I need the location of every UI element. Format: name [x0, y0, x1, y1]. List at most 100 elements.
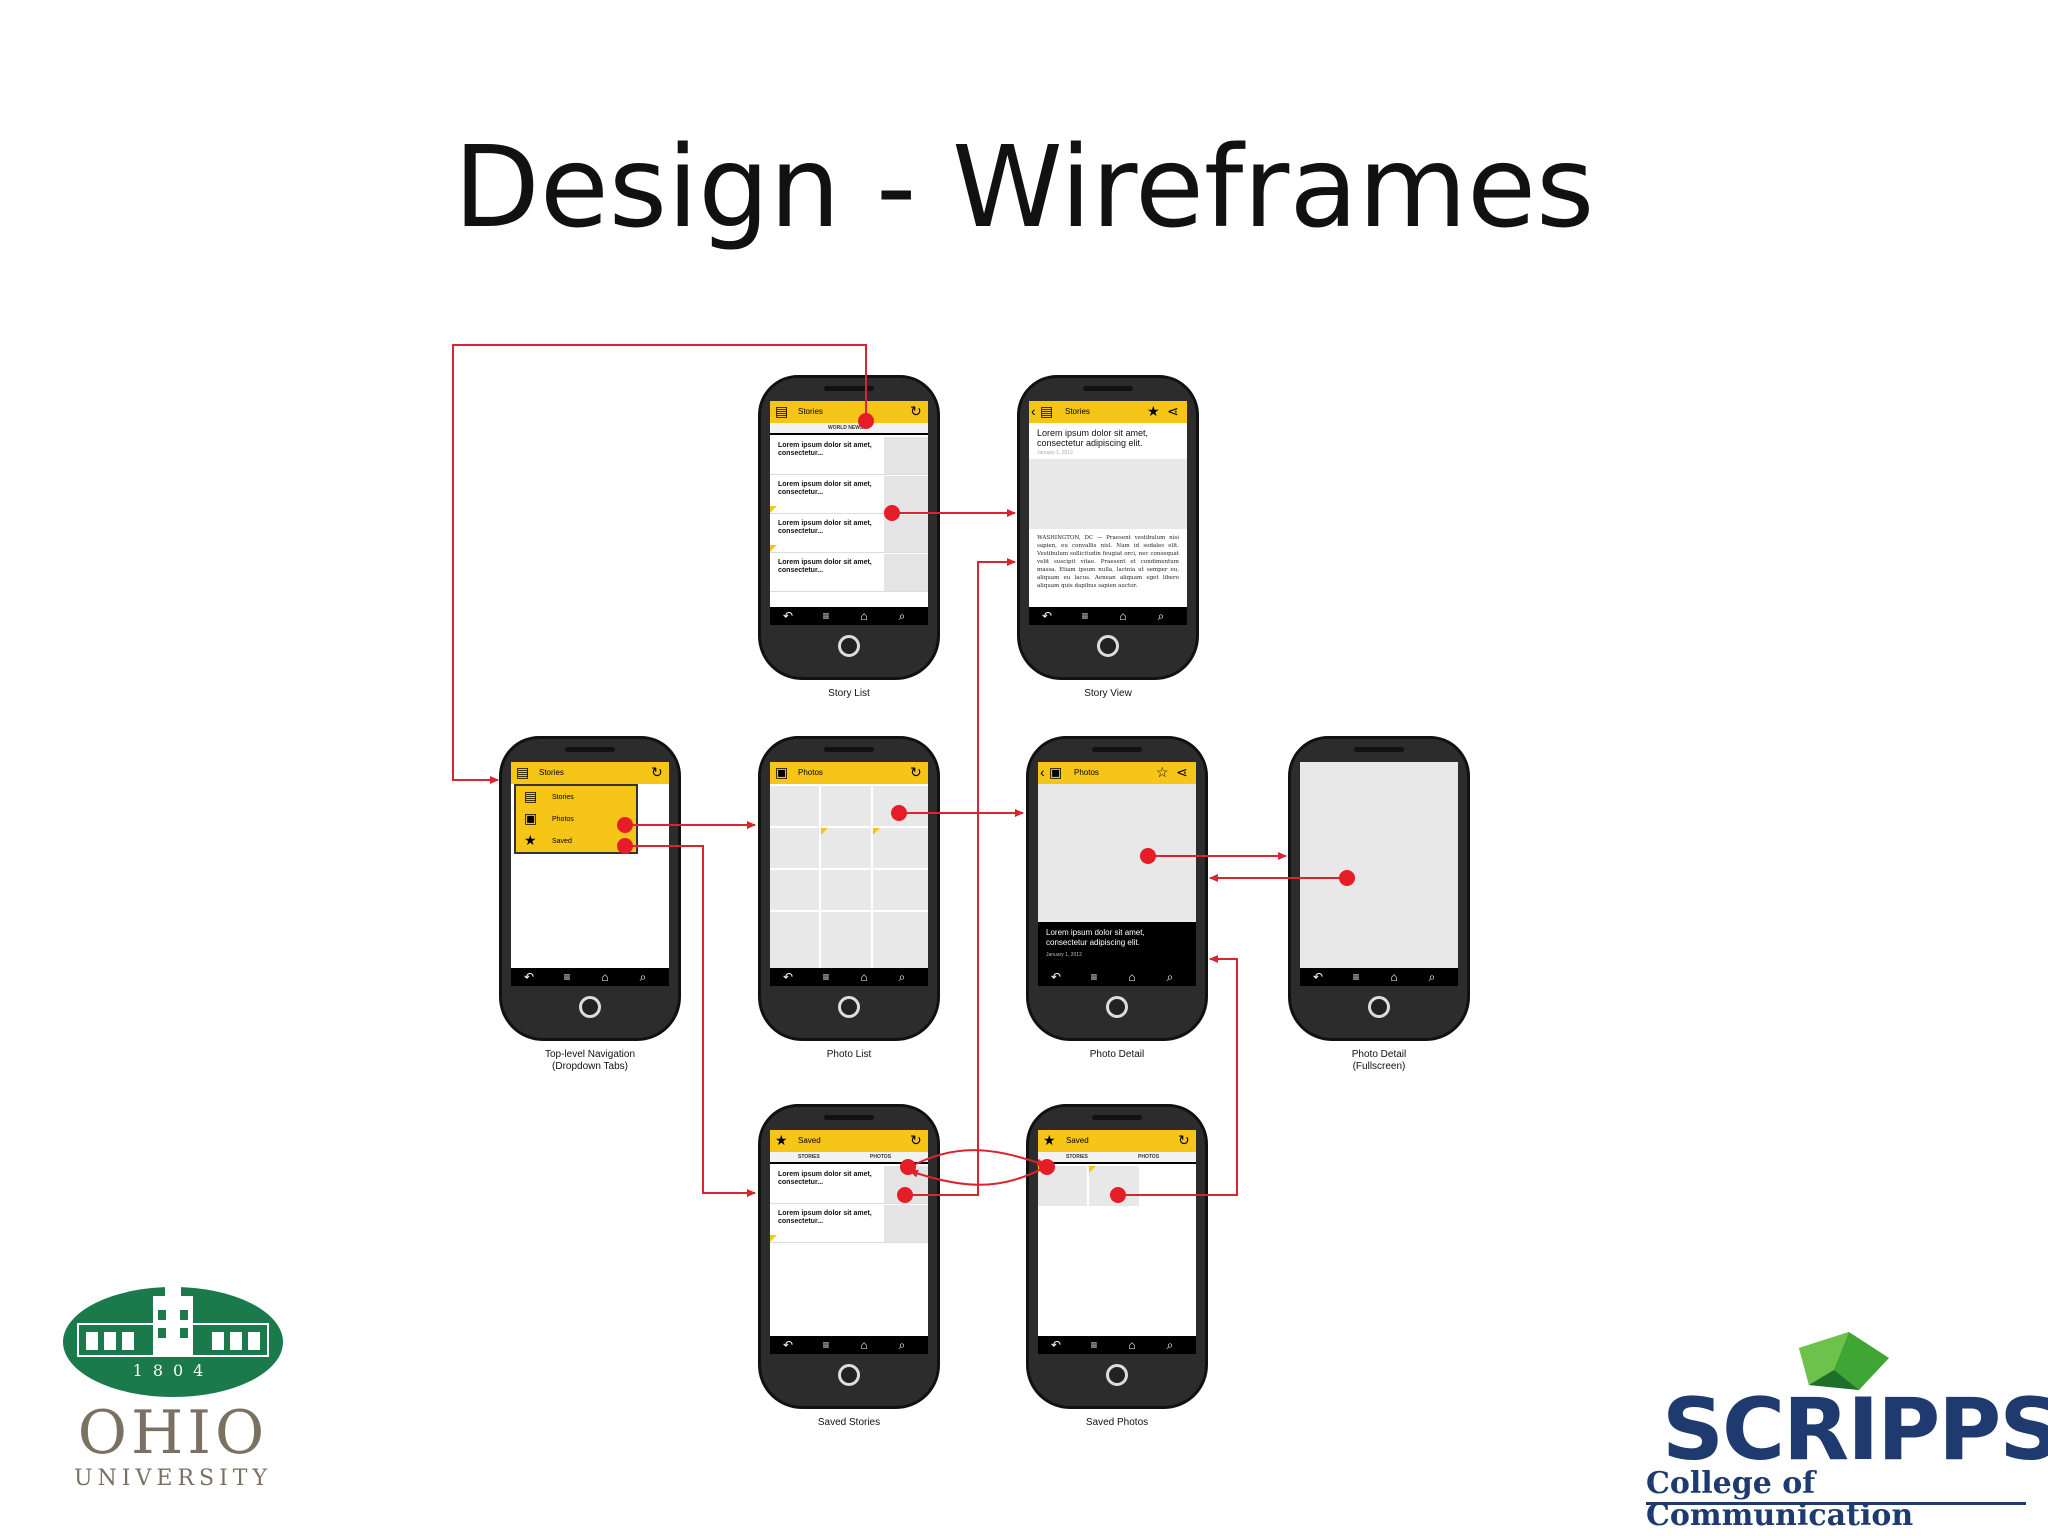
star-icon[interactable]: ★: [1147, 403, 1160, 419]
search-icon[interactable]: ⌕: [1157, 609, 1165, 623]
menu-icon[interactable]: ≡: [1352, 970, 1360, 984]
search-icon[interactable]: ⌕: [898, 1338, 906, 1352]
dropdown-label: Photos: [552, 816, 574, 823]
search-icon[interactable]: ⌕: [1166, 1338, 1174, 1352]
tab-photos[interactable]: PHOTOS: [1138, 1154, 1160, 1160]
home-icon[interactable]: ⌂: [1390, 970, 1398, 984]
search-icon[interactable]: ⌕: [898, 609, 906, 623]
story-headline: Lorem ipsum dolor sit amet, consectetur.…: [778, 481, 872, 496]
caption: Story View: [1084, 688, 1132, 699]
caption: Photo List: [826, 1049, 872, 1060]
list-item[interactable]: Lorem ipsum dolor sit amet, consectetur.…: [770, 476, 928, 514]
photo-caption-panel: Lorem ipsum dolor sit amet, consectetur …: [1038, 922, 1196, 968]
photo-thumbnail[interactable]: [873, 828, 928, 868]
system-nav-bar: ↶ ≡ ⌂ ⌕: [511, 968, 669, 986]
action-bar: ‹ ▤ Stories ★ ⋖: [1029, 401, 1187, 423]
back-icon[interactable]: ↶: [1312, 970, 1324, 984]
tab-photos[interactable]: PHOTOS: [870, 1154, 892, 1160]
photo-thumbnail[interactable]: [873, 912, 928, 968]
home-icon[interactable]: ⌂: [860, 1338, 868, 1352]
photo-thumbnail[interactable]: [770, 828, 819, 868]
photo[interactable]: [1300, 762, 1458, 968]
menu-icon[interactable]: ≡: [822, 970, 830, 984]
system-nav-bar: ↶ ≡ ⌂ ⌕: [1029, 607, 1187, 625]
tab-stories[interactable]: STORIES: [798, 1154, 820, 1160]
menu-icon[interactable]: ≡: [822, 1338, 830, 1352]
photo-thumbnail[interactable]: [821, 912, 871, 968]
home-icon[interactable]: ⌂: [1119, 609, 1127, 623]
dropdown-item-stories[interactable]: ▤Stories: [516, 786, 636, 808]
ohio-seal-icon: [63, 1264, 283, 1397]
photo-thumbnail[interactable]: [821, 786, 871, 826]
back-icon[interactable]: ↶: [782, 970, 794, 984]
list-item[interactable]: Lorem ipsum dolor sit amet, consectetur.…: [770, 554, 928, 592]
back-icon[interactable]: ↶: [1050, 970, 1062, 984]
menu-icon[interactable]: ≡: [563, 970, 571, 984]
menu-icon[interactable]: ≡: [822, 609, 830, 623]
menu-icon[interactable]: ≡: [1081, 609, 1089, 623]
home-button: [1368, 996, 1390, 1018]
caption: Saved Stories: [817, 1417, 881, 1428]
green-gem-icon: [1799, 1332, 1889, 1390]
photo-thumbnail[interactable]: [770, 912, 819, 968]
photo-icon: ▣: [775, 764, 789, 780]
search-icon[interactable]: ⌕: [639, 970, 647, 984]
tab-world-news[interactable]: WORLD NEWS: [828, 425, 864, 431]
menu-icon[interactable]: ≡: [1090, 970, 1098, 984]
photo-thumbnail[interactable]: [821, 828, 871, 868]
action-bar: ▤ Stories ↻: [511, 762, 669, 784]
dropdown-menu: ▤Stories ▣Photos ★Saved: [514, 784, 638, 854]
back-icon[interactable]: ↶: [523, 970, 535, 984]
photo-thumbnail[interactable]: [1089, 1166, 1139, 1206]
back-icon[interactable]: ↶: [782, 1338, 794, 1352]
action-bar-title: Stories: [798, 407, 823, 416]
share-icon[interactable]: ⋖: [1167, 403, 1179, 419]
refresh-icon[interactable]: ↻: [910, 403, 922, 419]
home-icon[interactable]: ⌂: [1128, 970, 1136, 984]
home-icon[interactable]: ⌂: [860, 609, 868, 623]
home-icon[interactable]: ⌂: [601, 970, 609, 984]
search-icon[interactable]: ⌕: [1166, 970, 1174, 984]
caption-line-1: Photo Detail: [1351, 1049, 1407, 1060]
story-headline: Lorem ipsum dolor sit amet, consectetur.…: [778, 1210, 872, 1225]
share-icon[interactable]: ⋖: [1176, 764, 1188, 780]
list-item[interactable]: Lorem ipsum dolor sit amet, consectetur.…: [770, 437, 928, 475]
unread-flag: [770, 545, 777, 552]
screen-top-nav: ▤ Stories ↻ ▤Stories ▣Photos ★Saved ↶ ≡ …: [511, 762, 669, 986]
action-bar-title: Saved: [1066, 1136, 1089, 1145]
list-item[interactable]: Lorem ipsum dolor sit amet, consectetur.…: [770, 515, 928, 553]
refresh-icon[interactable]: ↻: [910, 1132, 922, 1148]
story-thumbnail: [884, 1166, 928, 1203]
speaker: [1092, 747, 1142, 752]
photo-thumbnail[interactable]: [770, 786, 819, 826]
dropdown-item-saved[interactable]: ★Saved: [516, 830, 636, 852]
newspaper-icon: ▤: [775, 403, 789, 419]
tab-stories[interactable]: STORIES: [1066, 1154, 1088, 1160]
photo-thumbnail[interactable]: [1038, 1166, 1087, 1206]
photo-thumbnail[interactable]: [873, 786, 928, 826]
refresh-icon[interactable]: ↻: [910, 764, 922, 780]
photo-thumbnail[interactable]: [873, 870, 928, 910]
unread-flag: [821, 828, 828, 835]
back-icon[interactable]: ‹: [1031, 403, 1036, 419]
dropdown-item-photos[interactable]: ▣Photos: [516, 808, 636, 830]
refresh-icon[interactable]: ↻: [651, 764, 663, 780]
search-icon[interactable]: ⌕: [1428, 970, 1436, 984]
list-item[interactable]: Lorem ipsum dolor sit amet, consectetur.…: [770, 1205, 928, 1243]
screen-story-view: ‹ ▤ Stories ★ ⋖ Lorem ipsum dolor sit am…: [1029, 401, 1187, 625]
back-icon[interactable]: ‹: [1040, 764, 1045, 780]
list-item[interactable]: Lorem ipsum dolor sit amet, consectetur.…: [770, 1166, 928, 1204]
photo-thumbnail[interactable]: [770, 870, 819, 910]
search-icon[interactable]: ⌕: [898, 970, 906, 984]
screen-story-list: ▤ Stories ↻ WORLD NEWS Lorem ipsum dolor…: [770, 401, 928, 625]
back-icon[interactable]: ↶: [782, 609, 794, 623]
home-icon[interactable]: ⌂: [1128, 1338, 1136, 1352]
home-icon[interactable]: ⌂: [860, 970, 868, 984]
refresh-icon[interactable]: ↻: [1178, 1132, 1190, 1148]
back-icon[interactable]: ↶: [1050, 1338, 1062, 1352]
menu-icon[interactable]: ≡: [1090, 1338, 1098, 1352]
back-icon[interactable]: ↶: [1041, 609, 1053, 623]
photo[interactable]: [1038, 784, 1196, 922]
photo-thumbnail[interactable]: [821, 870, 871, 910]
star-outline-icon[interactable]: ☆: [1156, 764, 1169, 780]
